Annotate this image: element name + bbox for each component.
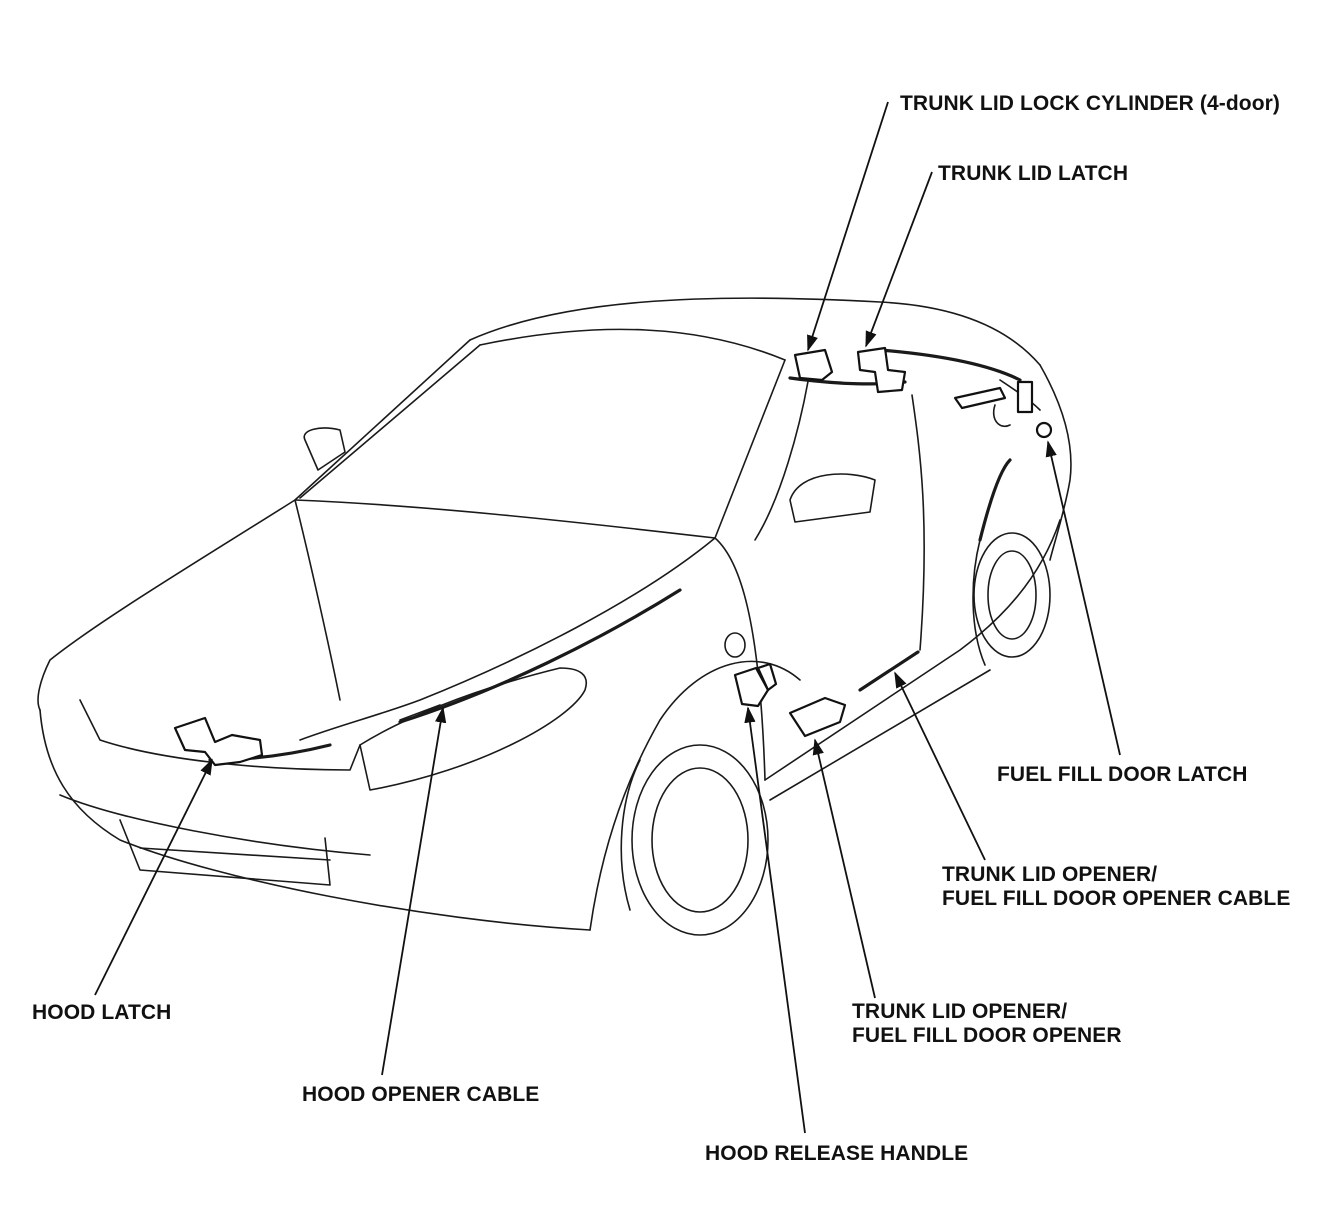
parts-group xyxy=(173,346,1053,767)
label-opener-line1: TRUNK LID OPENER/ xyxy=(852,1000,1068,1023)
label-opener-line2: FUEL FILL DOOR OPENER xyxy=(852,1024,1122,1047)
label-hood-release-handle: HOOD RELEASE HANDLE xyxy=(705,1142,969,1165)
leader-hood-latch xyxy=(94,758,213,996)
leader-trunk-latch xyxy=(865,171,933,348)
leader-hood-release xyxy=(744,706,806,1134)
car-body xyxy=(37,297,1072,936)
hood-latch-part xyxy=(173,716,264,767)
label-trunk-lid-latch: TRUNK LID LATCH xyxy=(938,162,1129,185)
leader-opener-cable xyxy=(894,671,986,861)
label-trunk-lid-lock-cylinder: TRUNK LID LOCK CYLINDER (4-door) xyxy=(900,92,1280,115)
label-hood-latch: HOOD LATCH xyxy=(32,1001,172,1024)
leader-lines xyxy=(94,101,1121,1134)
label-opener-cable-line2: FUEL FILL DOOR OPENER CABLE xyxy=(942,887,1291,910)
hood-release-handle-part xyxy=(733,666,770,708)
trunk-lock-cylinder-part xyxy=(793,348,834,382)
trunk-latch-part xyxy=(856,346,907,394)
leader-opener xyxy=(812,738,876,999)
label-opener-cable: TRUNK LID OPENER/ FUEL FILL DOOR OPENER … xyxy=(942,863,1290,911)
leader-hood-cable xyxy=(381,706,447,1076)
trunk-fuel-opener-part xyxy=(788,696,847,738)
label-hood-opener-cable: HOOD OPENER CABLE xyxy=(302,1083,540,1106)
leader-trunk-lock xyxy=(807,101,889,352)
label-opener-cable-line1: TRUNK LID OPENER/ xyxy=(942,863,1158,886)
label-opener: TRUNK LID OPENER/ FUEL FILL DOOR OPENER xyxy=(852,1000,1122,1048)
fuel-latch-part xyxy=(1016,380,1034,414)
label-fuel-fill-door-latch: FUEL FILL DOOR LATCH xyxy=(997,763,1248,786)
leader-fuel-latch xyxy=(1045,440,1121,756)
